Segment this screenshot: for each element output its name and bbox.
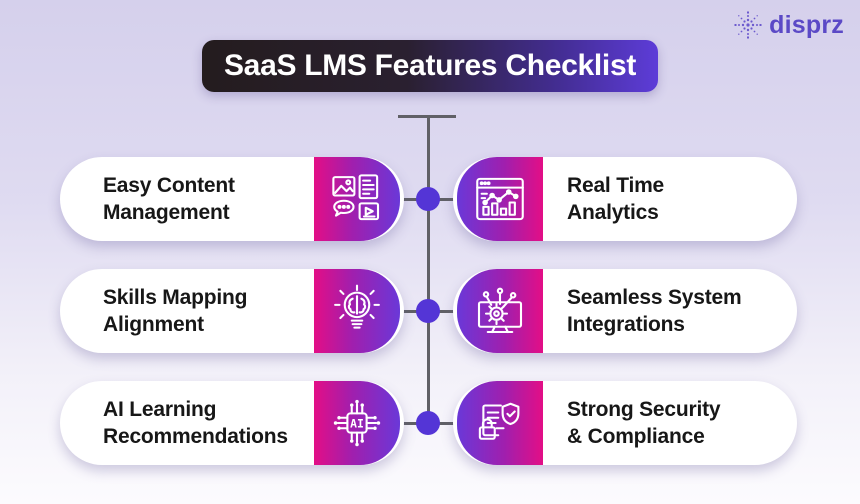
system-integration-icon xyxy=(472,283,528,339)
feature-title-line2: & Compliance xyxy=(567,425,705,448)
feature-title-line1: AI Learning xyxy=(103,397,217,421)
connector-dot-3 xyxy=(416,411,440,435)
feature-title-line1: Seamless System xyxy=(567,285,742,309)
feature-title-line1: Real Time xyxy=(567,173,665,197)
feature-card-seamless-system-integrations: Seamless System Integrations xyxy=(453,269,797,353)
feature-title-line2: Management xyxy=(103,201,230,224)
ai-chip-icon: AI xyxy=(329,395,385,451)
feature-card-ai-learning-recommendations: AI Learning Recommendations AI xyxy=(60,381,404,465)
brand-name: disprz xyxy=(769,10,844,39)
snowflake-dots-icon xyxy=(733,10,763,40)
feature-icon-tile: AI xyxy=(314,381,400,465)
feature-title-line1: Skills Mapping xyxy=(103,285,248,309)
feature-title: Easy Content Management xyxy=(103,172,235,227)
content-management-icon xyxy=(329,171,385,227)
feature-title-line2: Recommendations xyxy=(103,425,288,448)
feature-title: Skills Mapping Alignment xyxy=(103,284,247,339)
feature-title-line1: Easy Content xyxy=(103,173,235,197)
feature-icon-tile xyxy=(314,157,400,241)
page-title: SaaS LMS Features Checklist xyxy=(223,49,637,82)
feature-icon-tile xyxy=(457,269,543,353)
feature-card-real-time-analytics: Real Time Analytics xyxy=(453,157,797,241)
feature-title: AI Learning Recommendations xyxy=(103,396,288,451)
feature-icon-tile xyxy=(314,269,400,353)
feature-title: Real Time Analytics xyxy=(567,172,664,227)
feature-icon-tile xyxy=(457,157,543,241)
svg-text:AI: AI xyxy=(350,416,364,430)
feature-card-easy-content-management: Easy Content Management xyxy=(60,157,404,241)
feature-title: Strong Security & Compliance xyxy=(567,396,721,451)
connector-dot-2 xyxy=(416,299,440,323)
analytics-icon xyxy=(472,171,528,227)
feature-title-line2: Alignment xyxy=(103,313,204,336)
feature-title-line2: Integrations xyxy=(567,313,685,336)
connector-vertical-line xyxy=(427,116,430,424)
feature-icon-tile xyxy=(457,381,543,465)
title-banner: SaaS LMS Features Checklist xyxy=(202,40,658,92)
feature-card-strong-security-compliance: Strong Security & Compliance xyxy=(453,381,797,465)
security-compliance-icon xyxy=(472,395,528,451)
feature-title-line2: Analytics xyxy=(567,201,659,224)
feature-title: Seamless System Integrations xyxy=(567,284,742,339)
skills-lightbulb-icon xyxy=(329,283,385,339)
feature-title-line1: Strong Security xyxy=(567,397,721,421)
feature-card-skills-mapping-alignment: Skills Mapping Alignment xyxy=(60,269,404,353)
brand-logo: disprz xyxy=(733,10,844,40)
connector-dot-1 xyxy=(416,187,440,211)
